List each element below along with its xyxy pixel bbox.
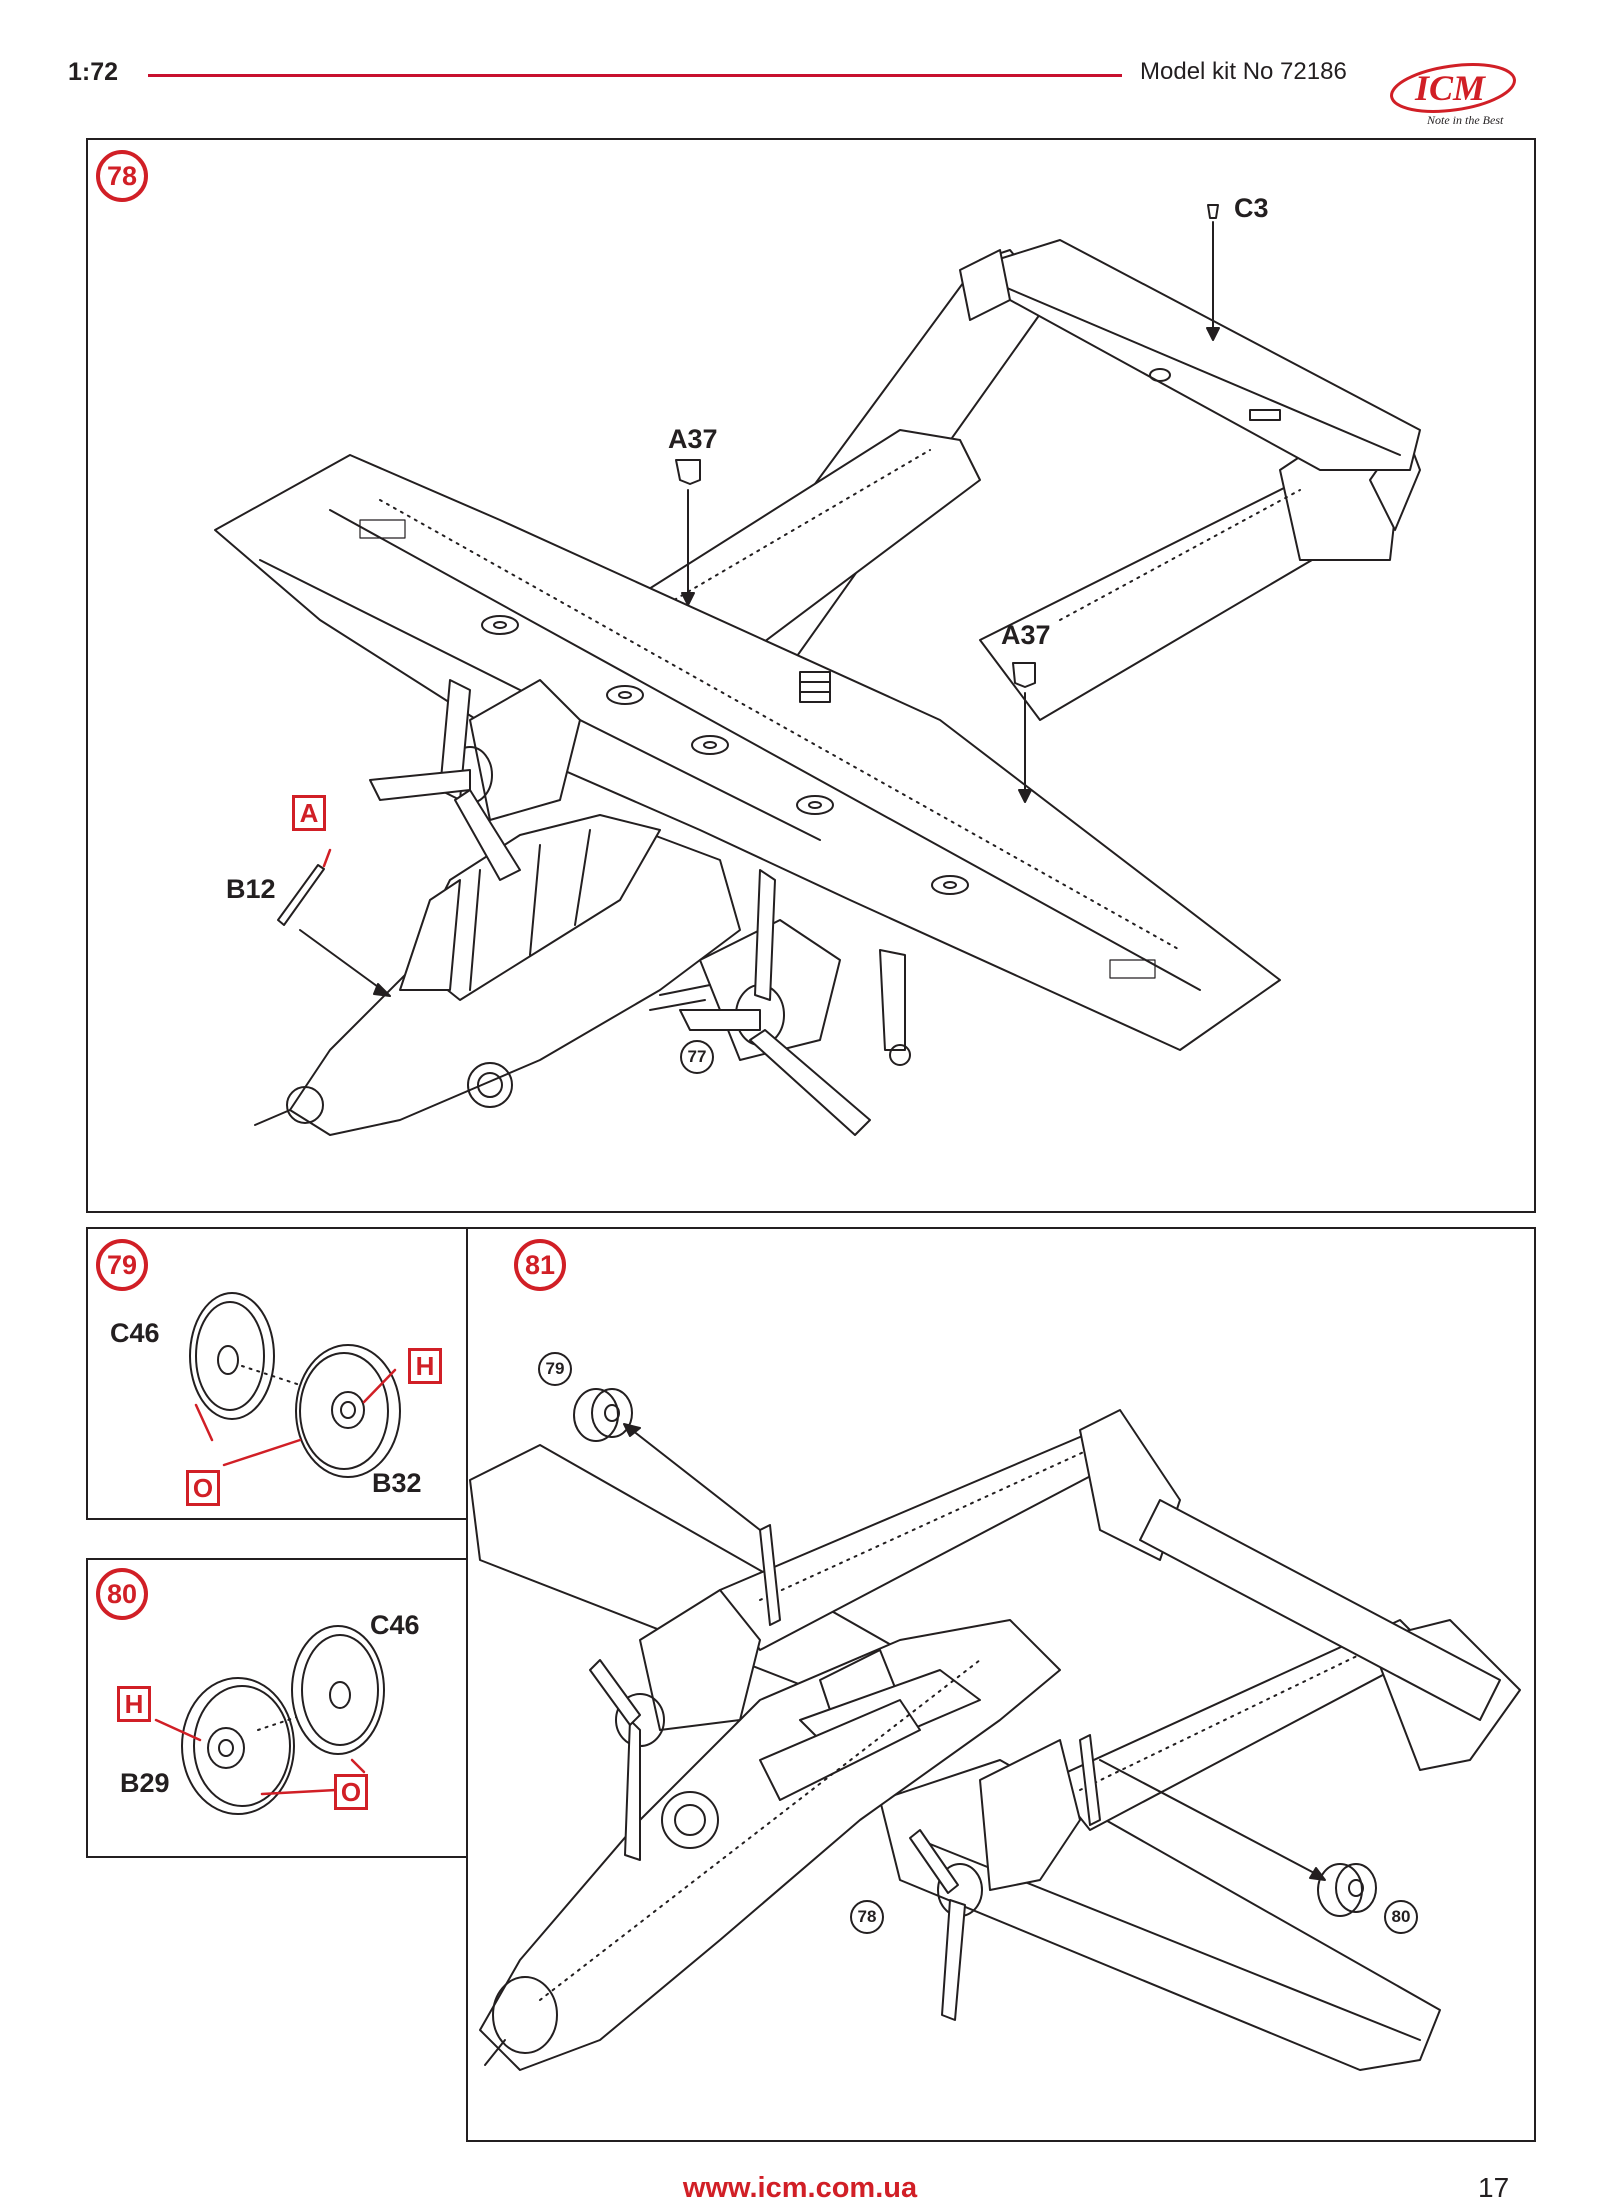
part-c46-label: C46 — [370, 1610, 420, 1640]
kit-number: Model kit No 72186 — [1140, 58, 1347, 85]
part-a37-left-label: A37 — [668, 424, 718, 454]
svg-text:Note in the Best: Note in the Best — [1426, 113, 1504, 127]
step-78-ref: 78 — [850, 1900, 884, 1934]
step-79-wheel-drawing — [189, 1292, 401, 1478]
step-79-number: 79 — [96, 1239, 148, 1291]
step-80-wheel-drawing — [154, 1625, 385, 1815]
step-77-ref: 77 — [680, 1040, 714, 1074]
part-a37-right-label: A37 — [1001, 620, 1051, 650]
part-c3-label: C3 — [1234, 193, 1269, 223]
page-number: 17 — [1478, 2172, 1510, 2203]
paint-code-a: A — [292, 795, 326, 831]
paint-code-o: O — [334, 1774, 368, 1810]
step-80-number: 80 — [96, 1568, 148, 1620]
step-78-number: 78 — [96, 150, 148, 202]
part-b12-label: B12 — [226, 874, 276, 904]
step-79-ref: 79 — [538, 1352, 572, 1386]
website-link[interactable]: www.icm.com.ua — [682, 2172, 918, 2204]
svg-text:ICM: ICM — [1414, 68, 1487, 108]
step-80-ref: 80 — [1384, 1900, 1418, 1934]
step-79-panel — [86, 1227, 468, 1520]
paint-code-o: O — [186, 1470, 220, 1506]
header-rule — [148, 74, 1122, 77]
part-c46-label: C46 — [110, 1318, 160, 1348]
paint-code-h: H — [117, 1686, 151, 1722]
part-b29-label: B29 — [120, 1768, 170, 1798]
step-81-number: 81 — [514, 1239, 566, 1291]
icm-logo: ICM Note in the Best — [1385, 58, 1525, 130]
part-b32-label: B32 — [372, 1468, 422, 1498]
step-78-aircraft-drawing — [214, 204, 1421, 1136]
paint-code-h: H — [408, 1348, 442, 1384]
scale-label: 1:72 — [68, 58, 119, 86]
step-81-underside-drawing — [469, 1388, 1521, 2071]
